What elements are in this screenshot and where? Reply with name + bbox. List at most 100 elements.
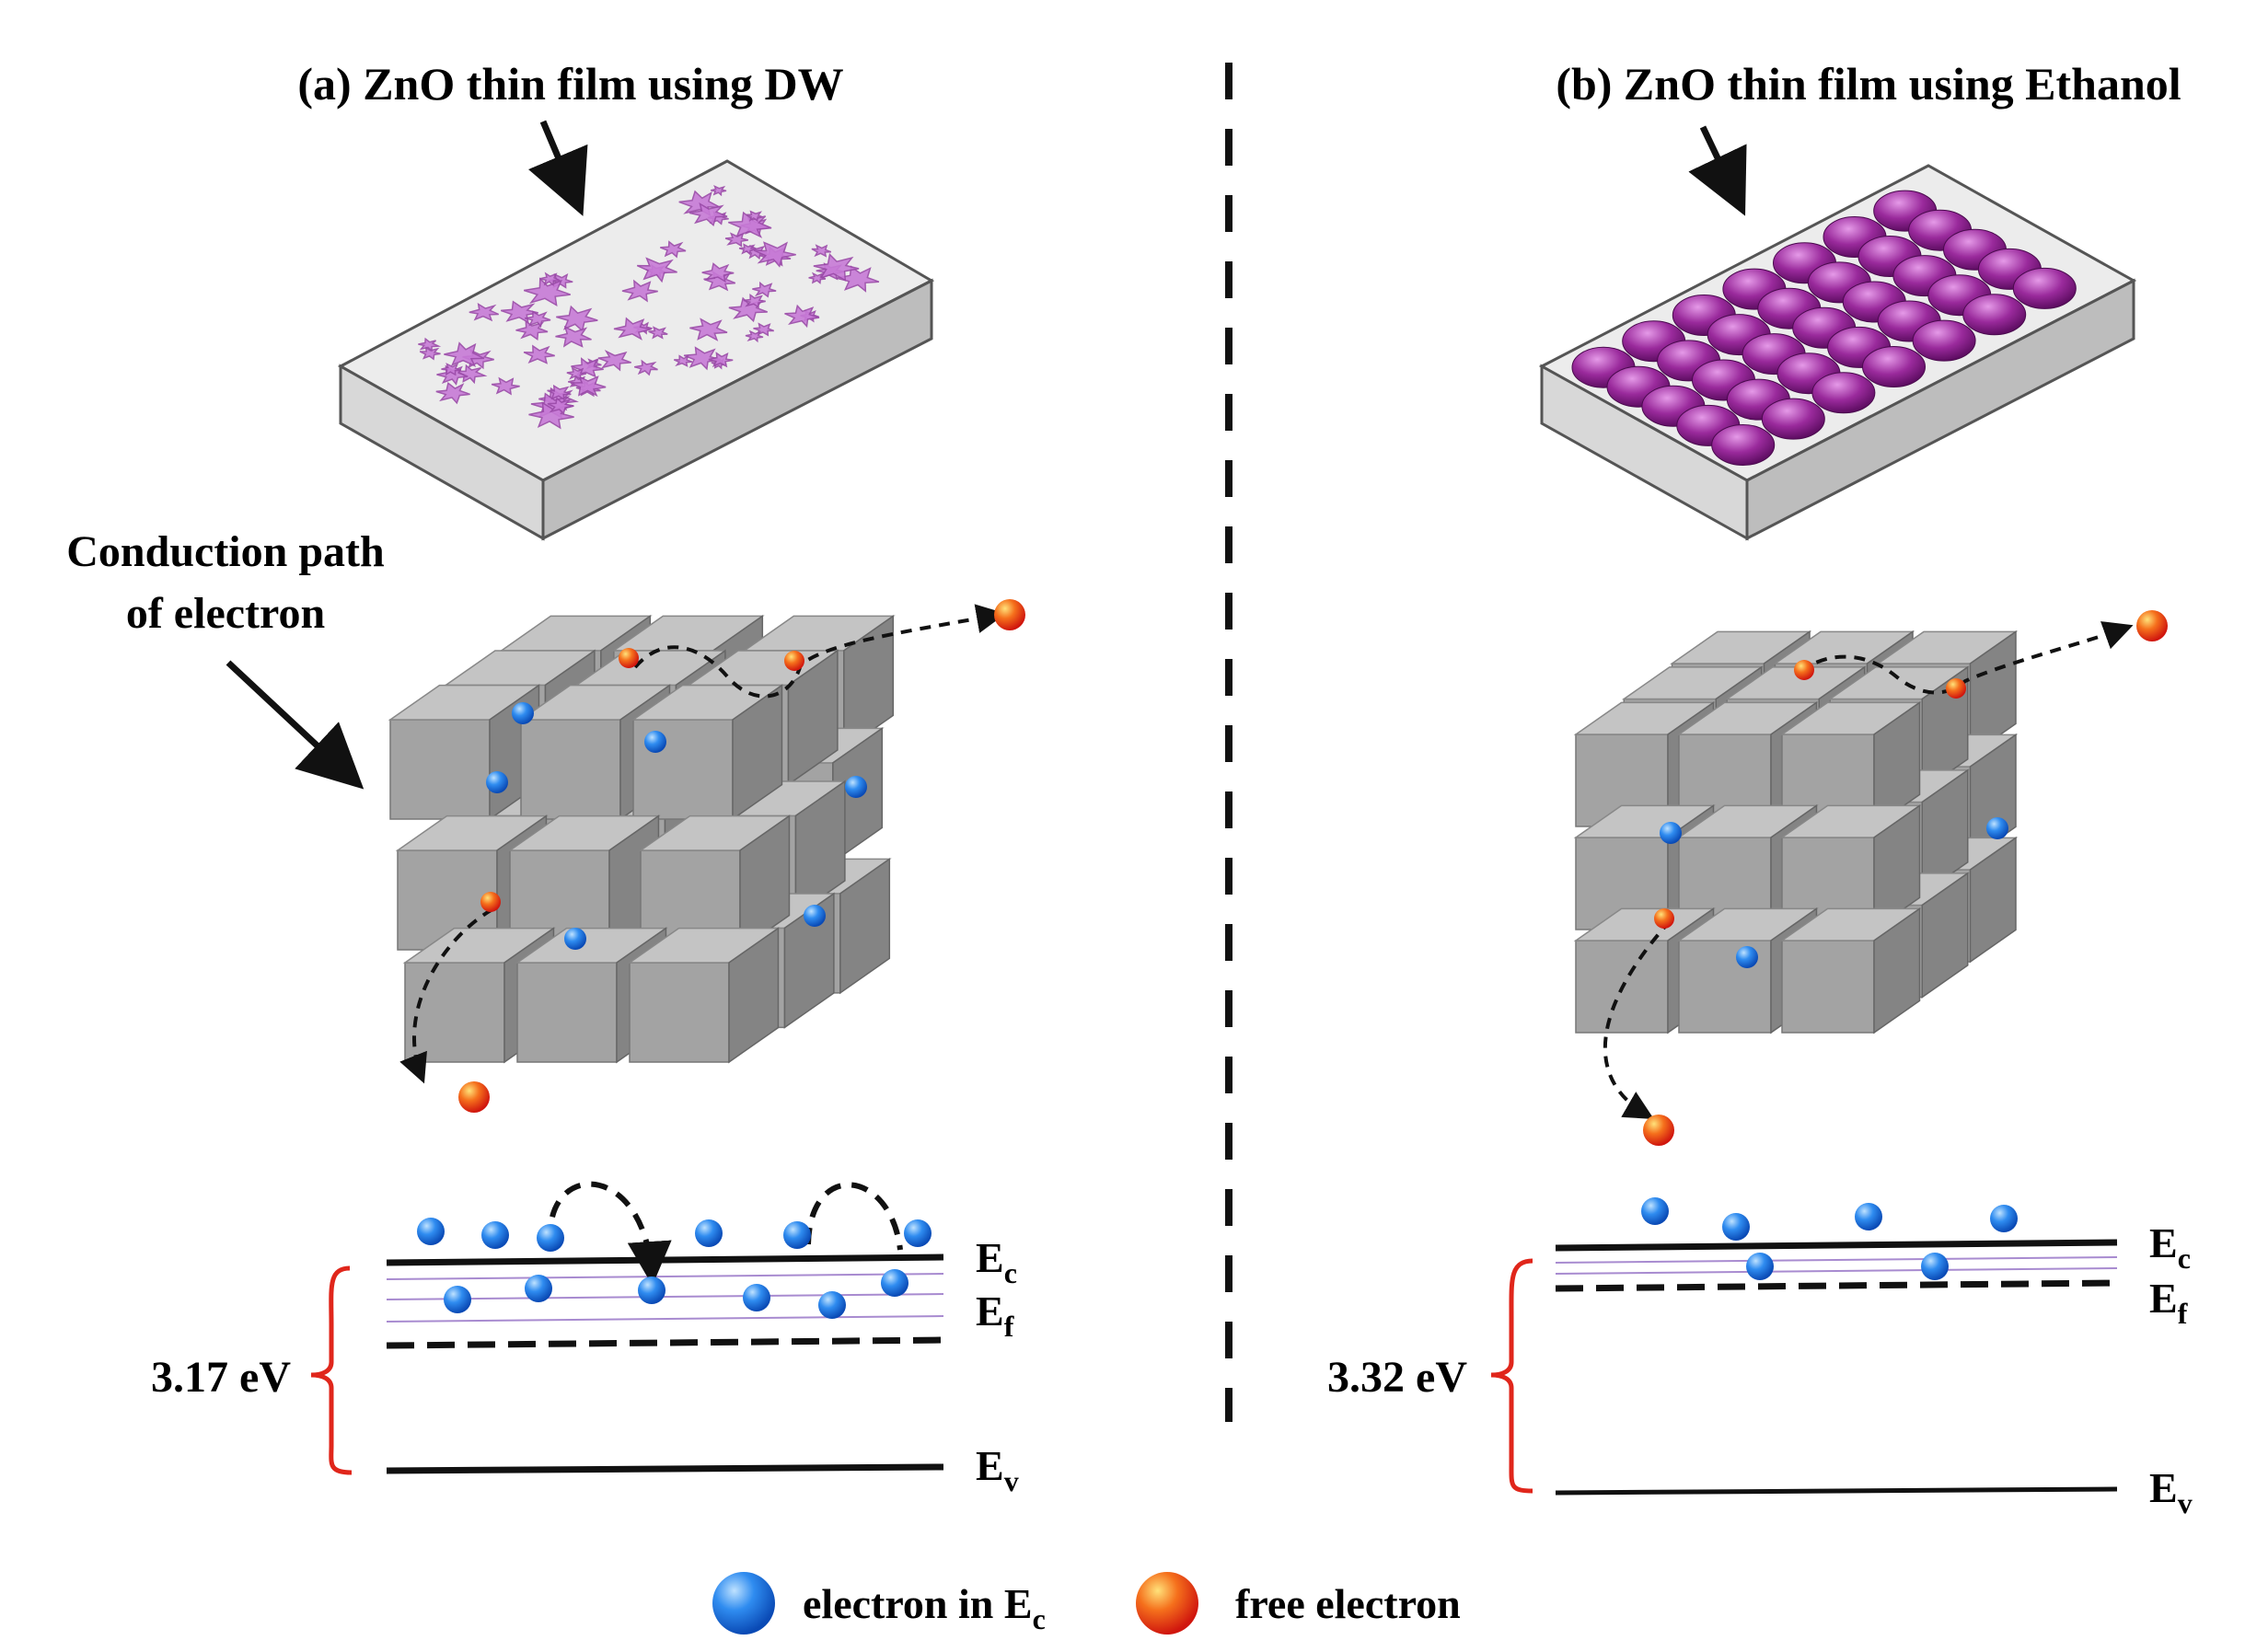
conduction-path-top-b (1798, 621, 2134, 695)
ec-line-b (1555, 1239, 2118, 1252)
ef-label-a: Ef (976, 1288, 1014, 1343)
cube-front-face (1781, 940, 1875, 1034)
legend-blue-marker (712, 1572, 775, 1635)
dw-flake (469, 303, 500, 322)
ethanol-grain (2012, 267, 2077, 309)
band-electron (1990, 1205, 2018, 1232)
ev-line-a (386, 1463, 944, 1474)
fermi-thin-line-a1 (386, 1273, 944, 1280)
cube-cluster-ethanol (1573, 630, 2019, 1034)
band-electron (1722, 1213, 1750, 1241)
dw-flake (660, 240, 687, 259)
ec-label-a: Ec (976, 1234, 1017, 1289)
dw-flake (813, 253, 860, 282)
band-gap-a: 3.17 eV (151, 1353, 291, 1402)
ef-line-a (386, 1336, 944, 1349)
band-electron (444, 1286, 471, 1313)
film-dw-side-right (541, 278, 933, 541)
band-electron (743, 1284, 770, 1311)
conduction-path-bottom-b (1603, 918, 1672, 1120)
dw-flake (539, 271, 561, 286)
film-dw (337, 159, 935, 541)
ethanol-grain (1811, 372, 1876, 414)
dw-flake (547, 397, 574, 415)
dw-flake (500, 300, 538, 324)
legend-red-marker (1136, 1572, 1198, 1635)
dw-flake (808, 271, 827, 284)
ethanol-grain (1862, 346, 1926, 387)
ec-line-a (386, 1253, 944, 1266)
cube-side-face (739, 814, 791, 952)
dw-flake (634, 359, 658, 376)
dw-flake (752, 281, 777, 298)
cube-front-face (629, 962, 730, 1063)
dw-flake (636, 257, 677, 283)
band-electron (783, 1221, 811, 1249)
electron-on-cube (564, 928, 586, 950)
free-electron-on-cube (784, 651, 804, 671)
electron-on-cube (1736, 946, 1758, 968)
ethanol-grain (1962, 294, 2027, 336)
dw-flake (711, 185, 727, 197)
detached-free-electron (994, 599, 1025, 630)
band-electrons (417, 1197, 2018, 1319)
cube-side-face (1873, 803, 1921, 931)
dw-flake (547, 384, 572, 401)
hop-arc-a2 (805, 1182, 903, 1251)
dw-flake (571, 357, 604, 378)
band-electron (695, 1219, 723, 1247)
electron-on-cube (1660, 822, 1682, 844)
dw-flake (491, 376, 520, 396)
cube-side-face (839, 857, 891, 995)
band-electron (417, 1218, 445, 1245)
band-electron (481, 1221, 509, 1249)
dw-flake (435, 381, 470, 405)
dw-particles (418, 185, 880, 430)
free-electron-on-cube (1654, 908, 1674, 929)
film-ethanol (1538, 164, 2137, 541)
cube-side-face (1873, 907, 1921, 1034)
ef-line-b (1555, 1279, 2118, 1292)
dw-flake (523, 277, 571, 307)
band-gap-b: 3.32 eV (1327, 1353, 1467, 1402)
band-electron (881, 1269, 908, 1297)
electron-on-cube (845, 776, 867, 798)
ev-line-b (1555, 1486, 2118, 1496)
dw-flake (784, 304, 820, 329)
free-electron-on-cube (1946, 678, 1966, 699)
ethanol-grain (1711, 424, 1776, 466)
band-gap-bracket-a (310, 1265, 353, 1475)
ef-label-b: Ef (2149, 1275, 2188, 1330)
cube-side-face (728, 927, 780, 1064)
band-electron (525, 1275, 552, 1302)
dw-flake (689, 202, 728, 227)
dw-flake (738, 243, 757, 256)
dw-flake (689, 318, 728, 341)
electron-on-cube (644, 731, 666, 753)
ethanol-particles (1571, 190, 2077, 466)
free-electron-on-cube (1794, 660, 1814, 680)
ev-label-a: Ev (976, 1442, 1019, 1497)
band-electron (1746, 1253, 1774, 1280)
dw-flake (441, 363, 462, 376)
panel-a-title-arrow (527, 120, 588, 216)
dw-flake (728, 211, 772, 238)
dw-flake (708, 352, 734, 368)
ethanol-grain (1761, 398, 1825, 440)
fermi-thin-line-a2 (386, 1293, 944, 1300)
cube-side-face (787, 649, 839, 786)
dw-flake (418, 337, 442, 352)
band-diagram-dw: 3.17 eV Ec Ef Ev (151, 1181, 1019, 1497)
annotation-arrow (226, 660, 365, 790)
dw-flake (683, 346, 721, 371)
dw-flake (745, 329, 764, 343)
cube-front-face (520, 719, 621, 820)
dw-flake (436, 364, 469, 386)
dw-flake (743, 294, 766, 309)
detached-free-electron (1643, 1115, 1674, 1146)
ev-label-b: Ev (2149, 1464, 2193, 1519)
hop-arc-a1 (547, 1181, 672, 1286)
panel-b-title: (b) ZnO thin film using Ethanol (1556, 58, 2181, 110)
dw-flake (525, 310, 551, 329)
dw-flake (673, 354, 693, 367)
